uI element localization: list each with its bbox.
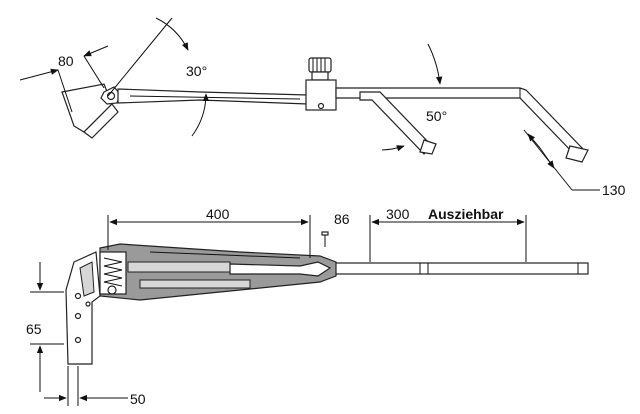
arm-body-side: [99, 243, 337, 301]
screw-part: [321, 231, 329, 247]
dim-50-label: 50: [130, 391, 146, 407]
top-view: 80 30° 50° 130: [19, 17, 626, 198]
spring-housing: [99, 251, 127, 295]
bent-tip-left: [359, 91, 437, 155]
adjuster-knob: [305, 57, 337, 111]
dim-130-label: 130: [602, 182, 626, 198]
dim-86-label: 86: [334, 211, 350, 227]
dim-50: 50: [44, 366, 146, 407]
side-view: 400 86 300 Ausziehbar 65 50: [26, 206, 589, 407]
mount-plate-side: [65, 251, 101, 365]
dim-65-label: 65: [26, 321, 42, 337]
dim-80: 80: [19, 45, 109, 113]
dim-80-label: 80: [58, 53, 74, 69]
angle-50-label: 50°: [426, 108, 447, 124]
hinge-bolt: [100, 86, 121, 105]
dim-300: 300 Ausziehbar: [369, 206, 527, 262]
angle-50: 50°: [381, 43, 447, 152]
dim-300-label: 300: [386, 206, 410, 222]
dim-130: 130: [523, 129, 626, 198]
dim-400-label: 400: [206, 206, 230, 222]
tip-right-end: [565, 145, 589, 163]
angle-30-label: 30°: [186, 63, 207, 79]
arm-body-top: [117, 88, 333, 105]
mount-bracket-top: [61, 83, 119, 139]
extension-label: Ausziehbar: [428, 206, 504, 222]
extension-rod-side: [329, 262, 589, 275]
dim-400: 400: [107, 206, 311, 258]
angle-30: 30°: [107, 17, 210, 137]
dim-65: 65: [26, 262, 64, 392]
